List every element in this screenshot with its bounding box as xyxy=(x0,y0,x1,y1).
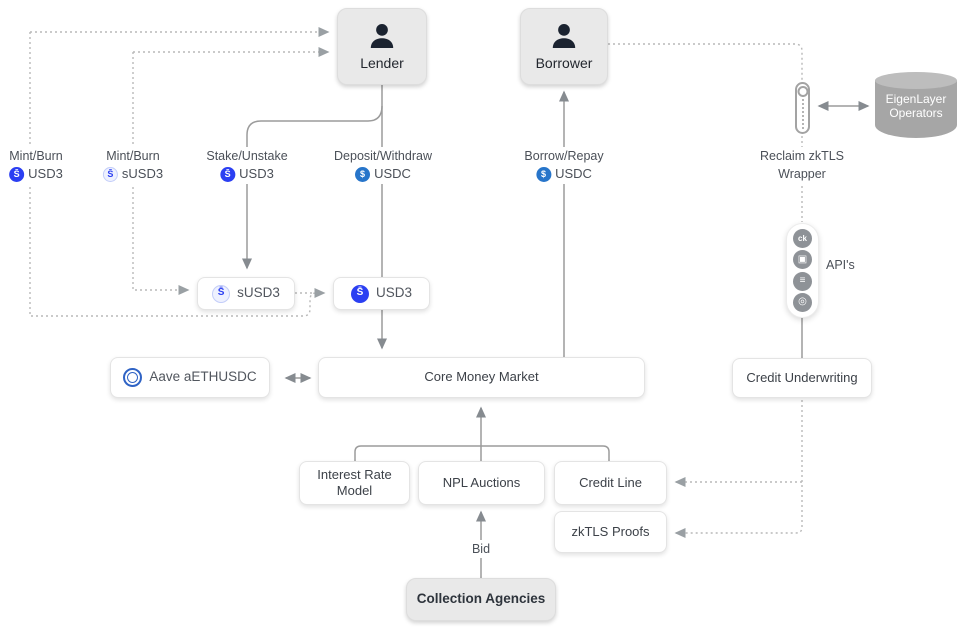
zktls-proofs-node: zkTLS Proofs xyxy=(554,511,667,553)
credit-line-label: Credit Line xyxy=(579,474,642,490)
aave-icon xyxy=(123,368,143,387)
susd3-label: sUSD3 xyxy=(237,285,280,301)
usd3-coin-icon: S̄ xyxy=(9,167,25,183)
apis-label: API's xyxy=(826,258,855,272)
usd3-label: USD3 xyxy=(375,285,412,301)
api-provider-icon-1: ck xyxy=(793,229,812,248)
npl-auctions-node: NPL Auctions xyxy=(418,461,545,505)
database-cylinder-icon xyxy=(875,80,957,138)
credit-underwriting-node: Credit Underwriting xyxy=(732,358,872,398)
edge-label-stake-unstake: Stake/Unstake S̄ USD3 xyxy=(201,147,293,185)
credit-line-node: Credit Line xyxy=(554,461,667,505)
lender-label: Lender xyxy=(360,55,404,72)
eigenlayer-label: EigenLayer Operators xyxy=(885,92,947,121)
edge-label-mint-burn-susd3: Mint/Burn S̄ sUSD3 xyxy=(97,147,169,185)
api-providers-pill: ck ▣ ≡ ◎ xyxy=(786,223,819,318)
usd3-coin-icon: S̄ xyxy=(350,284,369,303)
edge-cu-to-zktls xyxy=(674,400,803,538)
edge-label-mint-burn-usd3: Mint/Burn S̄ USD3 xyxy=(4,147,68,185)
api-provider-icon-3: ≡ xyxy=(793,271,812,291)
aave-node: Aave aETHUSDC xyxy=(110,357,270,398)
bracket-modules xyxy=(354,445,610,461)
lender-node: Lender xyxy=(337,8,427,85)
edge-stake-to-susd3 xyxy=(242,105,383,270)
reclaim-zktls-wrapper-icon xyxy=(795,82,810,134)
susd3-node: S̄ sUSD3 xyxy=(197,277,295,310)
person-icon xyxy=(370,24,394,49)
usd3-node: S̄ USD3 xyxy=(333,277,430,310)
zktls-proofs-label: zkTLS Proofs xyxy=(571,523,650,539)
api-provider-icon-2: ▣ xyxy=(793,250,812,270)
edge-borrower-to-reclaim xyxy=(608,43,803,80)
usdc-coin-icon: $ xyxy=(536,167,552,183)
usdc-coin-icon: $ xyxy=(355,167,371,183)
person-icon xyxy=(552,24,576,49)
susd3-coin-icon: S̄ xyxy=(212,284,231,303)
edge-label-borrow-repay: Borrow/Repay $ USDC xyxy=(519,147,609,185)
database-cylinder-top xyxy=(875,72,957,89)
collection-agencies-node: Collection Agencies xyxy=(406,578,556,621)
interest-rate-model-node: Interest Rate Model xyxy=(299,461,410,505)
credit-underwriting-label: Credit Underwriting xyxy=(746,369,858,385)
eigenlayer-operators-node: EigenLayer Operators xyxy=(875,72,957,138)
edge-label-deposit-withdraw: Deposit/Withdraw $ USDC xyxy=(329,147,437,185)
npl-auctions-label: NPL Auctions xyxy=(442,474,521,490)
aave-label: Aave aETHUSDC xyxy=(149,369,257,385)
edge-label-reclaim-zktls-wrapper: Reclaim zkTLS Wrapper xyxy=(754,147,850,184)
susd3-coin-icon: S̄ xyxy=(102,167,118,183)
core-money-market-node: Core Money Market xyxy=(318,357,645,398)
borrower-node: Borrower xyxy=(520,8,608,85)
borrower-label: Borrower xyxy=(535,55,593,72)
bid-label: Bid xyxy=(466,540,496,559)
interest-rate-model-label: Interest Rate Model xyxy=(317,466,392,498)
core-money-market-label: Core Money Market xyxy=(424,369,539,385)
api-provider-icon-4: ◎ xyxy=(793,292,812,312)
usd3-coin-icon: S̄ xyxy=(220,167,236,183)
collection-agencies-label: Collection Agencies xyxy=(416,591,546,607)
